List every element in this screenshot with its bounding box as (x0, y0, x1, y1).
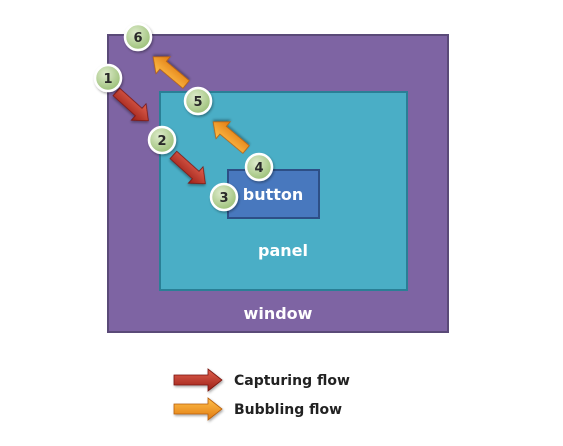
step-badge-3: 3 (209, 182, 239, 212)
button-label: button (243, 185, 304, 204)
step-number-2: 2 (157, 134, 166, 149)
step-badge-4: 4 (244, 152, 274, 182)
legend: Capturing flow Bubbling flow (173, 368, 350, 421)
window-label: window (244, 304, 313, 323)
legend-bubbling-label: Bubbling flow (234, 402, 342, 418)
step-badge-2: 2 (147, 125, 177, 155)
step-badge-1: 1 (93, 63, 123, 93)
step-number-5: 5 (193, 95, 202, 110)
step-number-1: 1 (103, 72, 112, 87)
button-box (227, 169, 320, 219)
legend-capturing-arrow (173, 368, 223, 392)
legend-bubbling-arrow (173, 397, 223, 421)
step-number-3: 3 (219, 191, 228, 206)
step-badge-6: 6 (123, 22, 153, 52)
panel-label: panel (258, 241, 308, 260)
legend-capturing-label: Capturing flow (234, 373, 350, 389)
step-number-6: 6 (133, 31, 142, 46)
step-number-4: 4 (254, 161, 263, 176)
step-badge-5: 5 (183, 86, 213, 116)
